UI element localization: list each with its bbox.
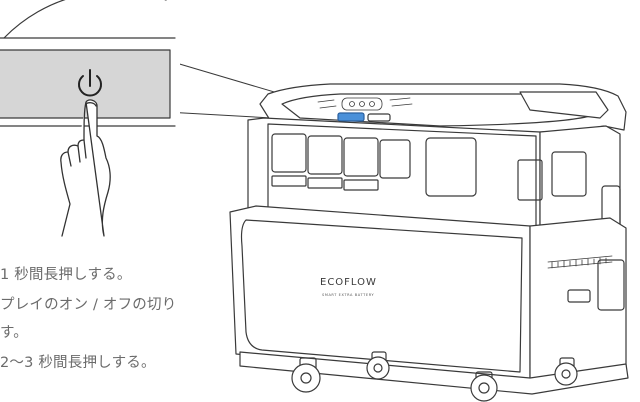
device-display-screen [317, 97, 413, 111]
caster-wheel-center [366, 351, 390, 380]
brand-logo: ECOFLOW [320, 277, 377, 288]
caster-wheel-front-right [470, 371, 498, 402]
caster-wheel-rear-right [554, 357, 578, 386]
caster-wheel-front-left [291, 357, 321, 393]
instruction-line-4: 2～3 秒間長押しする。 [0, 355, 156, 371]
pointing-hand-icon [60, 99, 111, 237]
device-top-handle [519, 91, 609, 119]
lower-battery-front [229, 205, 531, 381]
callout-zoom [0, 0, 343, 241]
lower-side-connector [597, 259, 625, 311]
upper-right-port-b [517, 159, 543, 201]
power-icon [78, 69, 102, 97]
instruction-line-3: す。 [0, 325, 28, 341]
upper-right-port-a [551, 151, 587, 197]
lower-battery-panel [240, 219, 523, 373]
brand-subtitle: SMART EXTRA BATTERY [322, 293, 375, 297]
lower-battery-side [529, 217, 627, 381]
upper-side-port-cover [425, 137, 477, 197]
wheeled-base [239, 351, 629, 395]
instruction-line-2: プレイのオン / オフの切り [0, 297, 177, 313]
instruction-line-1: 1 秒間長押しする。 [0, 267, 132, 283]
vent-grille [547, 255, 613, 269]
ac-outlet-group [271, 133, 411, 191]
callout-circle-edge-top [3, 0, 167, 39]
secondary-button[interactable] [367, 113, 391, 122]
power-station-device: ECOFLOW SMART EXTRA BATTERY [229, 83, 629, 402]
power-button[interactable] [337, 112, 365, 122]
lower-side-port [567, 289, 591, 303]
